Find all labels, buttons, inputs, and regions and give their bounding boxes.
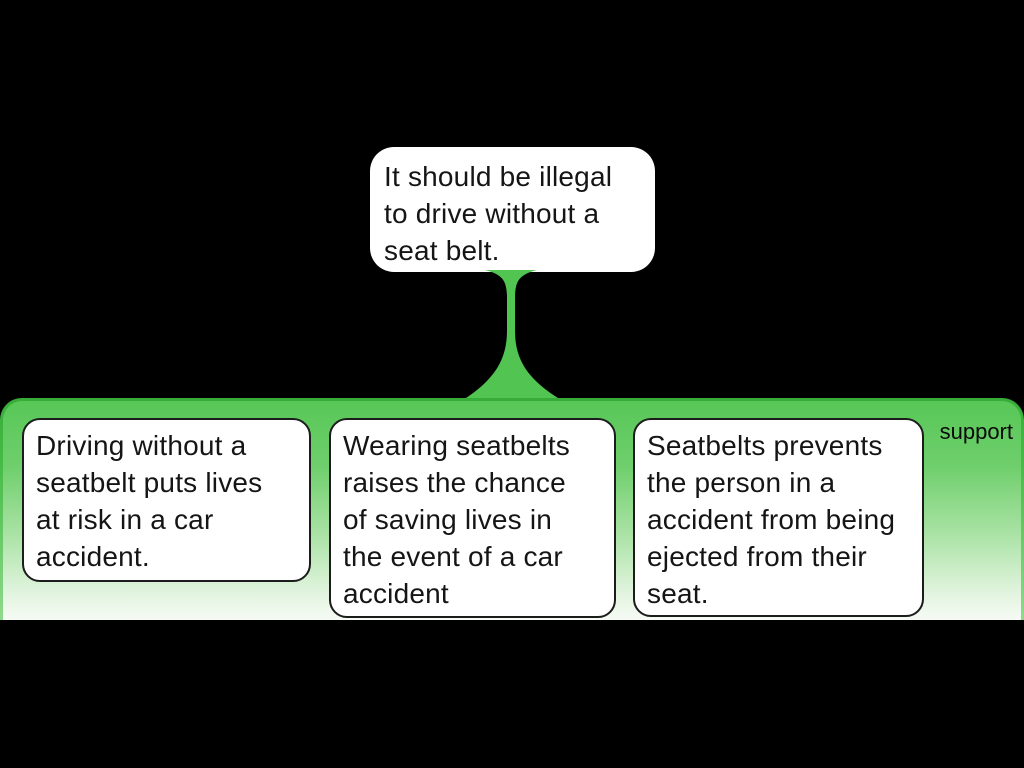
- reason-box-2[interactable]: Wearing seatbelts raises the chance of s…: [329, 418, 616, 618]
- reason-text-3: Seatbelts prevents the person in a accid…: [647, 430, 896, 609]
- support-connector-stem: [466, 270, 558, 398]
- support-group[interactable]: support Driving without a seatbelt puts …: [0, 398, 1024, 620]
- reason-box-3[interactable]: Seatbelts prevents the person in a accid…: [633, 418, 924, 617]
- reason-box-1[interactable]: Driving without a seatbelt puts lives at…: [22, 418, 311, 582]
- claim-box[interactable]: It should be illegal to drive without a …: [370, 147, 655, 272]
- support-group-label: support: [939, 419, 1013, 444]
- reason-text-2: Wearing seatbelts raises the chance of s…: [343, 430, 571, 609]
- claim-text: It should be illegal to drive without a …: [384, 161, 613, 266]
- reason-text-1: Driving without a seatbelt puts lives at…: [36, 430, 263, 572]
